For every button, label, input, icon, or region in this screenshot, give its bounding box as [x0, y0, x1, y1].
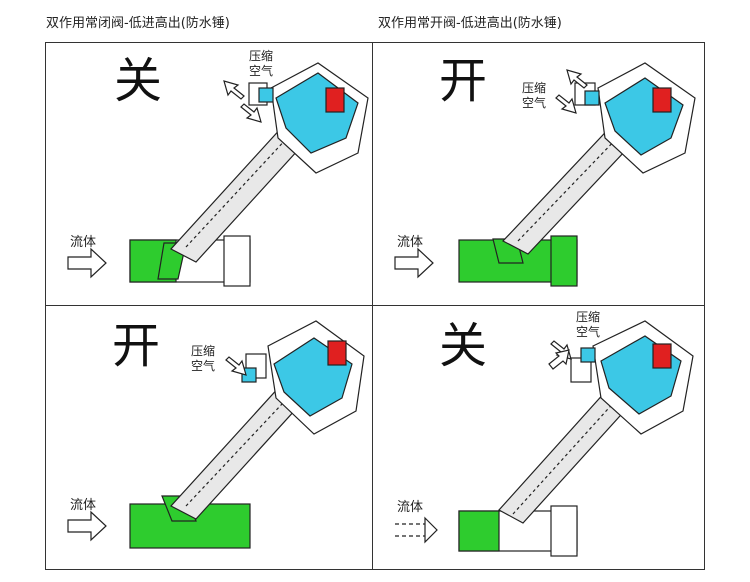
- valve-cross-section: [394, 62, 696, 287]
- air-line1: 压缩: [575, 310, 600, 324]
- valve-cross-section: [395, 320, 694, 557]
- air-line1: 压缩: [190, 344, 215, 358]
- panel-no-closed: 关 压缩 空气 流体: [373, 306, 699, 568]
- diagram-frame: [45, 42, 705, 570]
- state-open-label: 开: [112, 318, 161, 374]
- fluid-label: 流体: [397, 500, 424, 515]
- divider-horizontal: [45, 305, 705, 306]
- heading-normally-closed: 双作用常闭阀-低进高出(防水锤): [46, 16, 230, 31]
- valve-cross-section: [67, 62, 369, 287]
- heading-normally-open: 双作用常开阀-低进高出(防水锤): [378, 16, 562, 31]
- compressed-air-label: 压缩 空气: [188, 344, 218, 374]
- fluid-label: 流体: [70, 498, 97, 513]
- compressed-air-label: 压缩 空气: [246, 49, 276, 79]
- air-line2: 空气: [190, 359, 215, 373]
- state-closed-label: 关: [439, 318, 488, 374]
- valve-cross-section: [67, 320, 365, 549]
- state-open-label: 开: [439, 53, 488, 109]
- fluid-label: 流体: [397, 235, 424, 250]
- divider-vertical: [372, 42, 373, 570]
- panel-nc-open: 开 压缩 空气 流体: [46, 306, 372, 568]
- panel-no-open: 开 压缩 空气 流体: [373, 43, 699, 305]
- compressed-air-label: 压缩 空气: [573, 310, 603, 340]
- fluid-label: 流体: [70, 235, 97, 250]
- air-line2: 空气: [521, 96, 546, 110]
- panel-nc-closed: 关 压缩 空气 流体: [46, 43, 372, 305]
- air-line2: 空气: [575, 325, 600, 339]
- air-line1: 压缩: [521, 81, 546, 95]
- compressed-air-label: 压缩 空气: [519, 81, 549, 111]
- air-line1: 压缩: [248, 49, 273, 63]
- air-line2: 空气: [248, 64, 273, 78]
- state-closed-label: 关: [114, 53, 163, 109]
